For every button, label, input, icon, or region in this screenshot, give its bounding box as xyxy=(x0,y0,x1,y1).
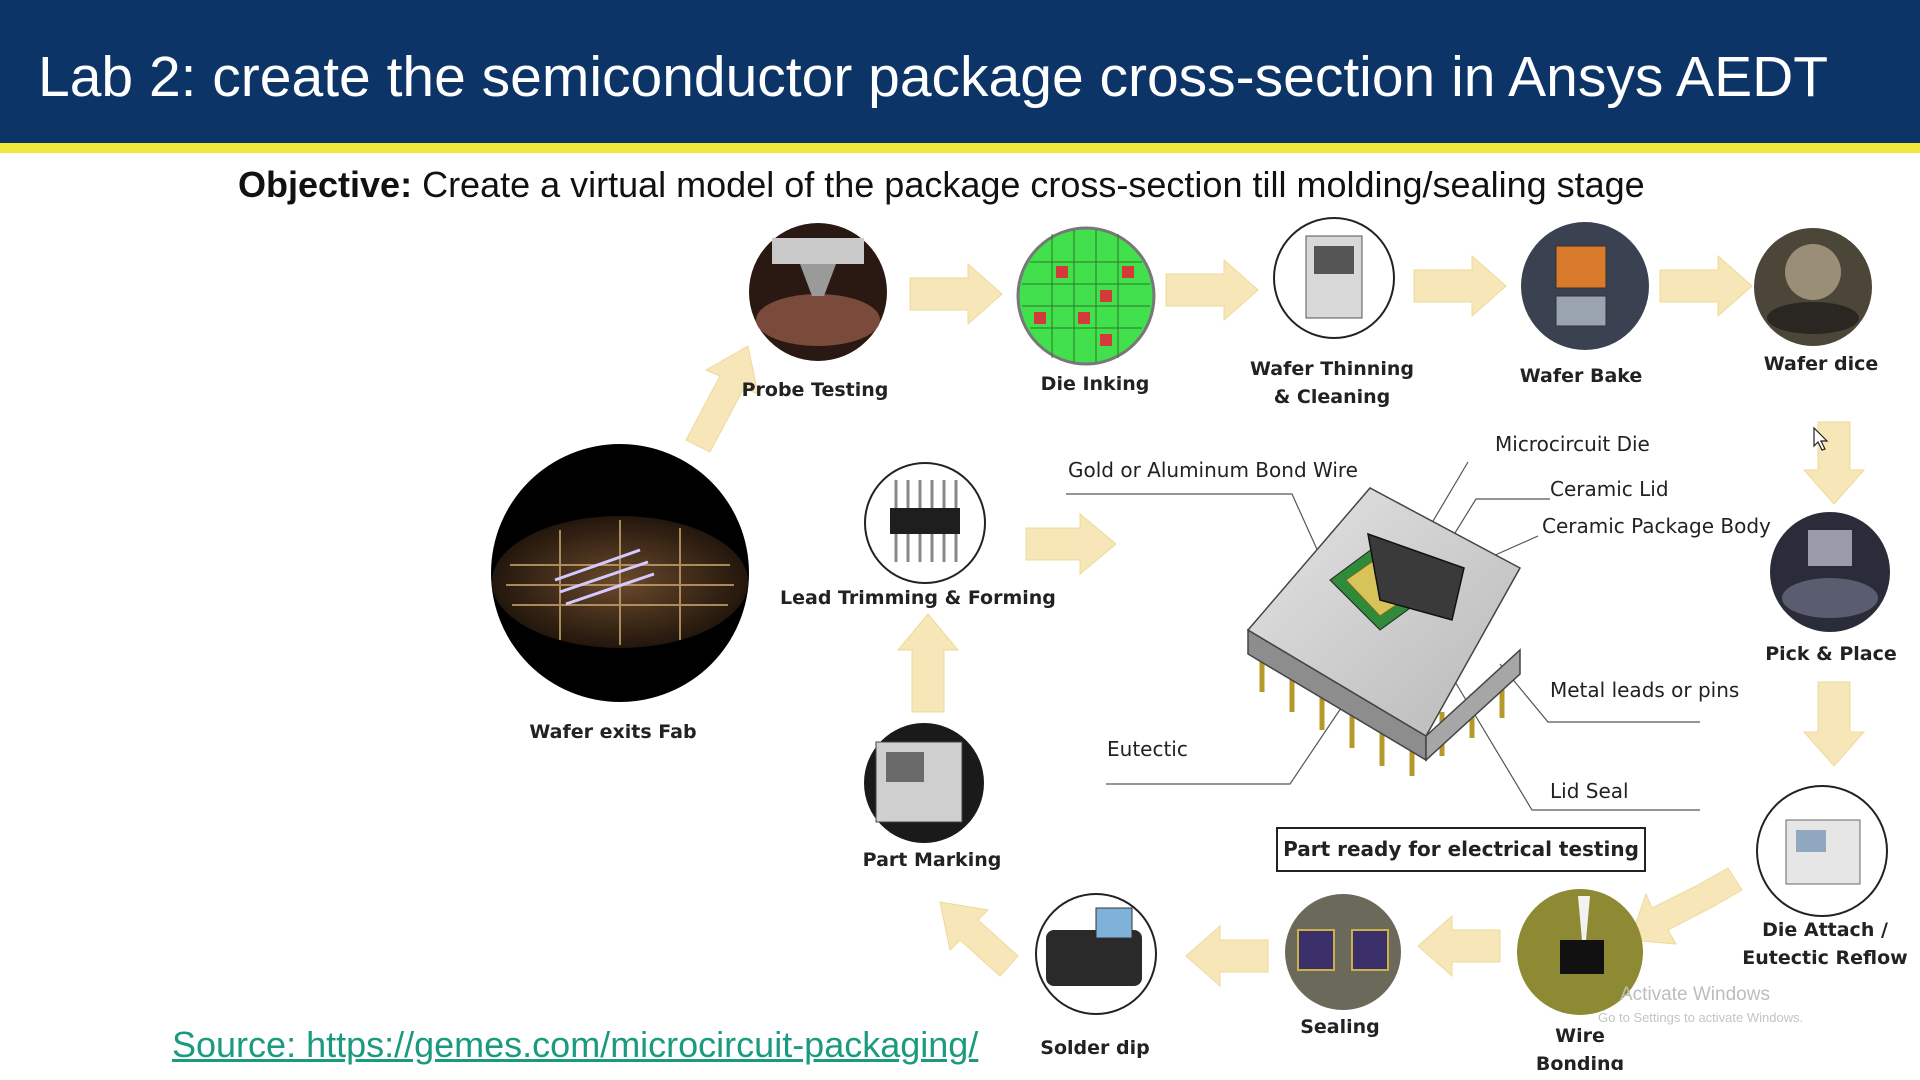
part-marking-image xyxy=(864,723,984,843)
callout-bond-wire: Gold or Aluminum Bond Wire xyxy=(1068,458,1358,482)
label-solder-dip: Solder dip xyxy=(1040,1037,1150,1059)
label-wafer-bake: Wafer Bake xyxy=(1519,365,1643,387)
arrow-inking-to-thinning xyxy=(1165,258,1259,322)
label-die-inking: Die Inking xyxy=(1040,373,1150,395)
arrow-trimming-to-package xyxy=(1025,512,1117,576)
lead-trimming-image xyxy=(864,462,986,584)
die-attach-image xyxy=(1756,785,1888,917)
label-die-attach-line2: Eutectic Reflow xyxy=(1742,947,1908,969)
label-wafer-thinning-line2: & Cleaning xyxy=(1273,386,1391,408)
wafer-exits-fab-image xyxy=(491,444,749,702)
label-pick-place: Pick & Place xyxy=(1765,643,1897,665)
arrow-probe-to-inking xyxy=(909,262,1003,326)
arrow-marking-to-trimming xyxy=(896,613,960,713)
label-lead-trimming: Lead Trimming & Forming xyxy=(780,587,1056,609)
sealing-image xyxy=(1285,894,1401,1010)
arrow-wire-to-sealing xyxy=(1417,914,1501,978)
arrow-thinning-to-bake xyxy=(1413,254,1507,318)
title-bar: Lab 2: create the semiconductor package … xyxy=(0,0,1920,143)
pick-place-image xyxy=(1770,512,1890,632)
wafer-bake-image xyxy=(1521,222,1649,350)
label-wire-bonding-line1: Wire xyxy=(1555,1025,1605,1047)
label-probe-testing: Probe Testing xyxy=(741,379,889,401)
label-part-marking: Part Marking xyxy=(862,849,1002,871)
label-sealing: Sealing xyxy=(1300,1016,1380,1038)
callout-ceramic-body: Ceramic Package Body xyxy=(1542,514,1771,538)
flow-arrows xyxy=(685,254,1866,988)
label-wafer-exits-fab: Wafer exits Fab xyxy=(529,721,697,743)
arrow-solder-to-marking xyxy=(939,901,1019,977)
leader-lid-seal xyxy=(1453,679,1700,811)
arrow-fab-to-probe xyxy=(685,345,759,453)
label-wafer-thinning-line1: Wafer Thinning xyxy=(1250,358,1414,380)
arrow-dice-to-pick xyxy=(1802,421,1866,505)
wafer-dice-image xyxy=(1754,228,1872,346)
arrow-attach-to-wire xyxy=(1629,867,1743,945)
label-wafer-dice: Wafer dice xyxy=(1763,353,1879,375)
label-wire-bonding-line2: Bonding xyxy=(1535,1053,1625,1070)
ceramic-package-illustration xyxy=(1246,487,1522,776)
wafer-thinning-image xyxy=(1273,217,1395,339)
wire-bonding-image xyxy=(1517,889,1643,1015)
title-underline xyxy=(0,143,1920,153)
callout-microcircuit-die: Microcircuit Die xyxy=(1495,432,1650,456)
probe-testing-image xyxy=(749,223,887,361)
arrow-pick-to-attach xyxy=(1802,681,1866,767)
objective-text: Create a virtual model of the package cr… xyxy=(412,164,1645,205)
die-inking-image xyxy=(1016,226,1156,366)
callout-ceramic-lid: Ceramic Lid xyxy=(1550,477,1669,501)
arrow-sealing-to-solder xyxy=(1185,924,1269,988)
mouse-cursor-icon xyxy=(1813,426,1829,451)
label-die-attach-line1: Die Attach / xyxy=(1762,919,1888,941)
source-link[interactable]: Source: https://gemes.com/microcircuit-p… xyxy=(172,1024,979,1065)
activate-windows-hint: Go to Settings to activate Windows. xyxy=(1598,1010,1804,1025)
arrow-bake-to-dice xyxy=(1659,254,1753,318)
slide-title: Lab 2: create the semiconductor package … xyxy=(38,45,1829,109)
objective-line: Objective: Create a virtual model of the… xyxy=(238,164,1645,206)
callout-eutectic: Eutectic xyxy=(1107,737,1188,761)
activate-windows-watermark: Activate Windows xyxy=(1620,984,1770,1005)
solder-dip-image xyxy=(1035,893,1157,1015)
callout-lid-seal: Lid Seal xyxy=(1550,779,1629,803)
leader-metal-leads xyxy=(1499,663,1700,723)
objective-label: Objective: xyxy=(238,164,413,205)
callout-metal-leads: Metal leads or pins xyxy=(1550,678,1740,702)
part-ready-box: Part ready for electrical testing xyxy=(1276,827,1646,872)
